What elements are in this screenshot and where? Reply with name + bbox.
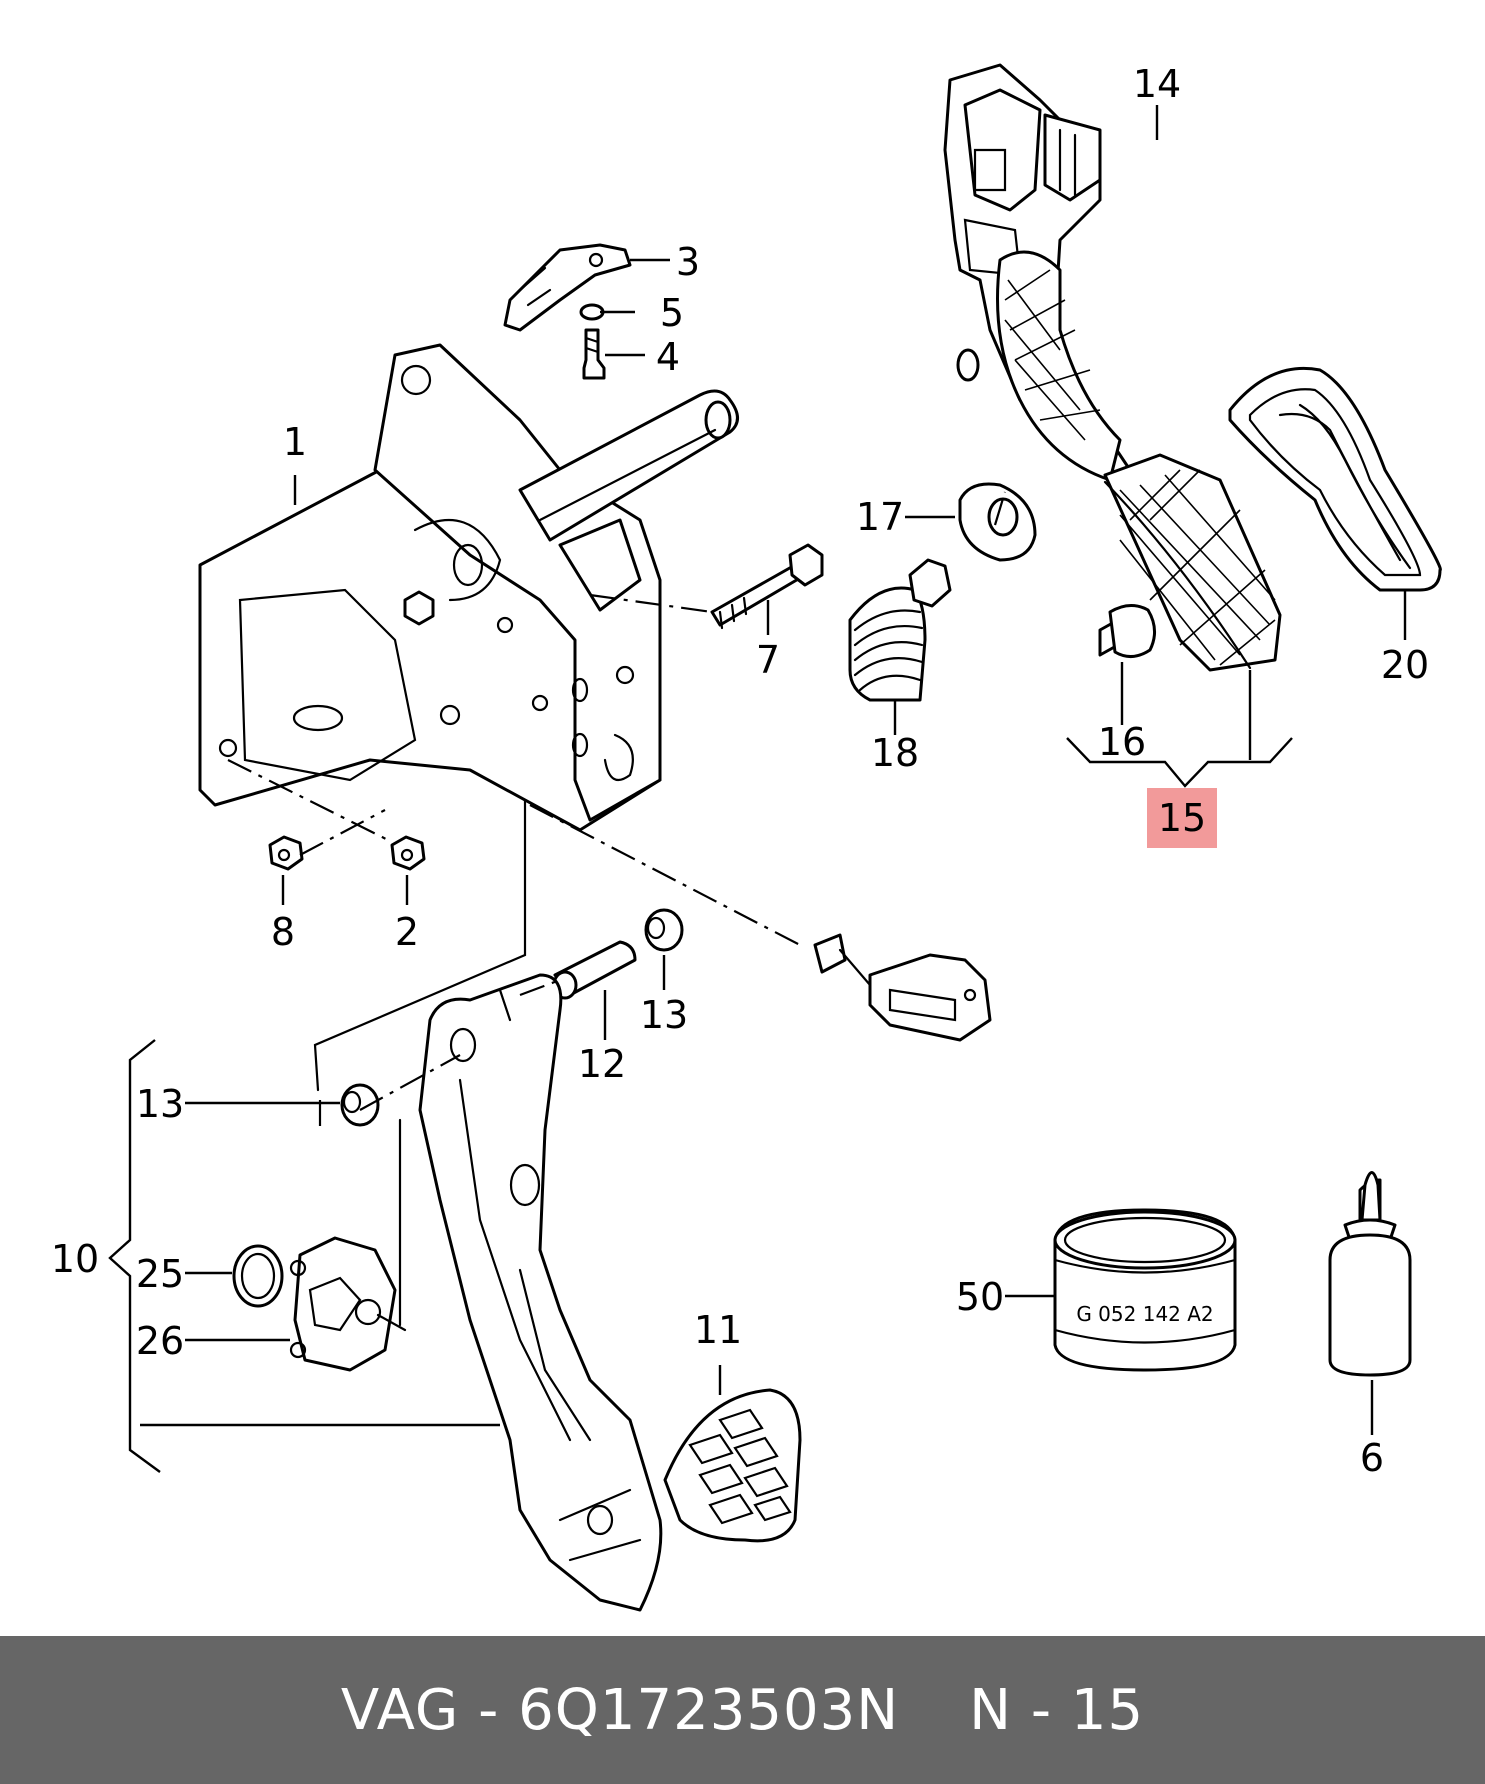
callout-50: 50 [956, 1275, 1004, 1319]
stop-16 [1098, 604, 1156, 658]
bottle-6 [1328, 1171, 1412, 1377]
parts-diagram: G 052 142 A2 [51, 62, 1442, 1612]
clip-washer-bolt [503, 243, 632, 380]
exploded-view-drawing: G 052 142 A2 [51, 62, 1442, 1612]
callout-14: 14 [1133, 62, 1181, 106]
part-number: VAG - 6Q1723503N [340, 1677, 900, 1743]
leader-lines [108, 105, 1407, 1473]
pedal-bracket [198, 343, 739, 832]
footer-bar: VAG - 6Q1723503N N - 15 [0, 1636, 1485, 1784]
nuts-8-2 [268, 835, 426, 871]
callout-18: 18 [871, 731, 919, 775]
callout-20: 20 [1381, 643, 1429, 687]
switch-assembly [813, 933, 992, 1042]
callout-11: 11 [694, 1308, 742, 1352]
sleeve-bushings [340, 908, 684, 1127]
callout-2: 2 [395, 910, 419, 954]
callout-1: 1 [283, 420, 307, 464]
bolt-7 [710, 543, 824, 630]
accelerator-pad-20 [1228, 366, 1442, 592]
callout-8: 8 [271, 910, 295, 954]
clutch-pedal [418, 973, 663, 1612]
callout-17: 17 [856, 495, 904, 539]
can-label: G 052 142 A2 [1076, 1302, 1213, 1326]
callout-13-left: 13 [136, 1082, 184, 1126]
buffer-18 [848, 558, 952, 702]
callout-7: 7 [756, 638, 780, 682]
callout-6: 6 [1360, 1436, 1384, 1480]
callout-4: 4 [656, 335, 680, 379]
spring-26-ring-25 [232, 1236, 407, 1372]
callout-26: 26 [136, 1319, 184, 1363]
callout-3: 3 [676, 240, 700, 284]
callout-15-highlighted: 15 [1158, 796, 1206, 840]
callout-5: 5 [660, 291, 684, 335]
callout-13-right: 13 [640, 993, 688, 1037]
callout-25: 25 [136, 1252, 184, 1296]
clutch-pad-11 [663, 1388, 802, 1543]
washer-17 [958, 482, 1037, 562]
accelerator-pedal-module [943, 63, 1282, 672]
diagram-ref: N - 15 [969, 1677, 1145, 1743]
callout-labels: 1 3 5 4 7 8 2 14 17 18 16 20 12 13 13 10… [51, 62, 1429, 1480]
highlight-box [1147, 788, 1217, 848]
callout-10: 10 [51, 1237, 99, 1281]
callout-16: 16 [1098, 720, 1146, 764]
assembly-lines [227, 491, 1007, 1327]
callout-12: 12 [578, 1042, 626, 1086]
sealant-can-50: G 052 142 A2 [1053, 1208, 1237, 1372]
